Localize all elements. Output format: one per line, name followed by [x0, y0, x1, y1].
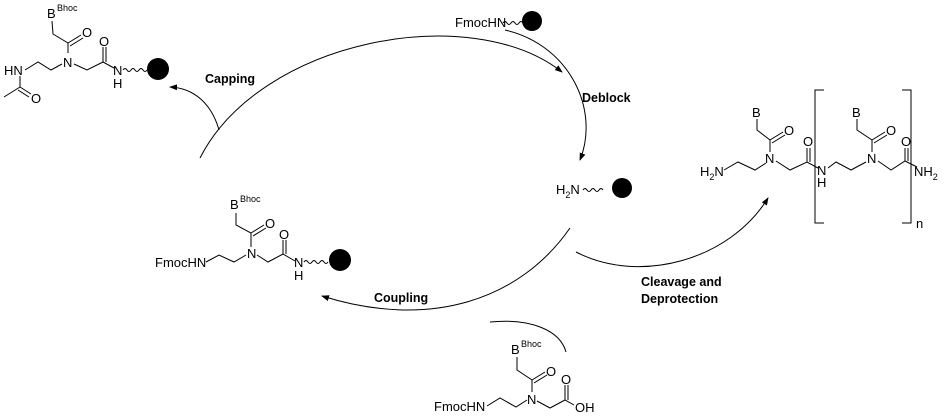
svg-text:O: O: [901, 134, 911, 149]
deblock-arc-arrow: [199, 35, 563, 159]
svg-text:N: N: [867, 151, 876, 166]
svg-text:H: H: [817, 175, 826, 190]
svg-text:OH: OH: [575, 400, 595, 415]
cleavage-arrow: [575, 197, 769, 268]
resin-bead-icon: [522, 11, 542, 31]
svg-text:O: O: [82, 25, 92, 40]
svg-text:N: N: [63, 55, 72, 70]
svg-text:B: B: [47, 6, 56, 21]
resin-bead-icon: [612, 178, 632, 198]
coupling-label: Coupling: [374, 291, 428, 305]
svg-text:FmocHN: FmocHN: [155, 255, 206, 270]
svg-text:O: O: [279, 227, 289, 242]
svg-text:O: O: [31, 91, 41, 106]
monomer-feed-arc: [489, 320, 567, 353]
svg-text:N: N: [247, 246, 256, 261]
capping-arrow: [169, 84, 220, 131]
svg-text:NH2: NH2: [914, 164, 938, 182]
svg-text:H2N: H2N: [556, 182, 580, 200]
svg-text:O: O: [561, 372, 571, 387]
deprotection-label: Deprotection: [641, 292, 718, 306]
svg-text:H: H: [113, 76, 122, 91]
capped-resin-structure: B Bhoc O N HN O O N H: [3, 3, 169, 106]
svg-text:H: H: [294, 268, 303, 283]
svg-text:Bhoc: Bhoc: [240, 194, 261, 204]
svg-text:O: O: [784, 123, 794, 138]
svg-text:N: N: [113, 63, 122, 78]
fmoc-resin-structure: FmocHN: [455, 11, 542, 31]
pna-oligomer-product-structure: H2N N B O O N H N B O O NH2 n: [700, 89, 938, 231]
svg-text:B: B: [230, 197, 239, 212]
svg-text:O: O: [546, 364, 556, 379]
repeat-count-n: n: [916, 216, 923, 231]
svg-text:Bhoc: Bhoc: [57, 3, 78, 13]
svg-text:Bhoc: Bhoc: [521, 339, 542, 349]
svg-text:N: N: [817, 163, 826, 178]
cleavage-label: Cleavage and: [641, 275, 722, 289]
svg-text:B: B: [511, 342, 520, 357]
deblock-label: Deblock: [582, 91, 631, 105]
svg-text:B: B: [852, 105, 861, 120]
capping-label: Capping: [205, 72, 255, 86]
svg-text:B: B: [752, 105, 761, 120]
resin-bead-icon: [329, 249, 351, 271]
fmoc-pna-monomer-structure: FmocHN N B Bhoc O O OH: [434, 339, 595, 415]
svg-text:O: O: [803, 134, 813, 149]
svg-text:H2N: H2N: [700, 164, 724, 182]
coupled-resin-structure: FmocHN N B Bhoc O O N H: [155, 194, 351, 283]
resin-bead-icon: [147, 58, 169, 80]
svg-text:O: O: [886, 123, 896, 138]
svg-text:HN: HN: [4, 63, 23, 78]
svg-text:O: O: [265, 216, 275, 231]
svg-text:FmocHN: FmocHN: [455, 15, 506, 30]
svg-text:N: N: [294, 255, 303, 270]
deprotected-resin-structure: H2N: [556, 178, 632, 200]
coupling-arc-arrow: [321, 227, 571, 311]
svg-text:N: N: [765, 151, 774, 166]
svg-text:N: N: [527, 392, 536, 407]
deblock-arrow: [504, 29, 587, 161]
svg-text:O: O: [99, 34, 109, 49]
svg-text:FmocHN: FmocHN: [434, 399, 485, 414]
